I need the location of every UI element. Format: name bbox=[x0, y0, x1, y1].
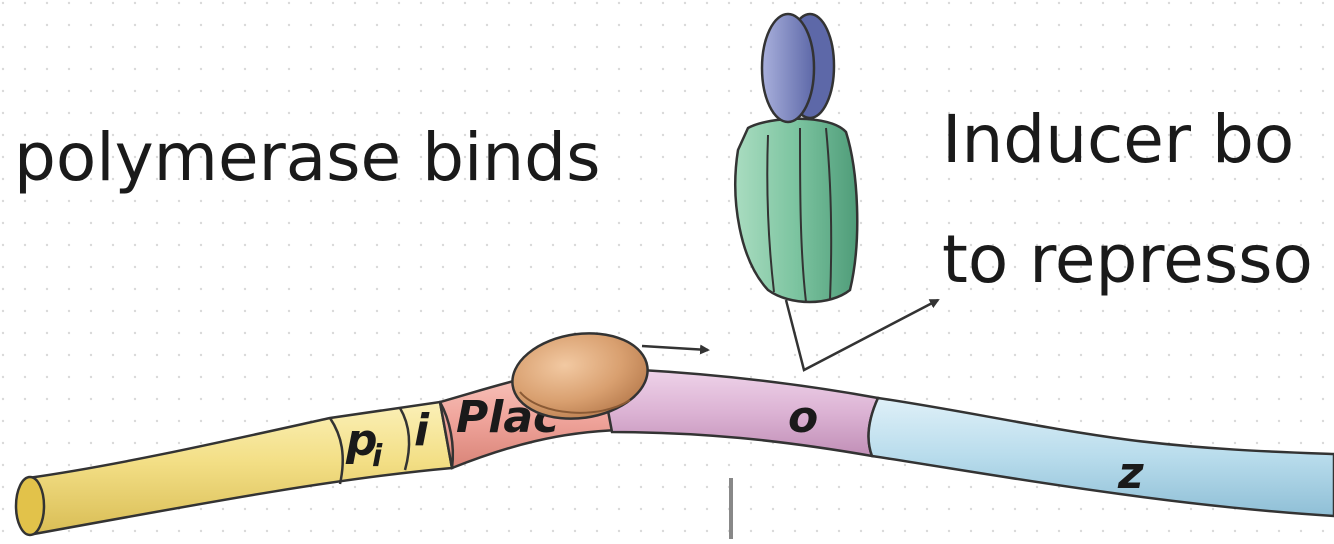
inducer-caption-line1: Inducer bo bbox=[942, 101, 1294, 178]
polymerase-caption: polymerase binds bbox=[14, 119, 600, 196]
region-label-o: o bbox=[788, 392, 818, 443]
region-label-z: z bbox=[1117, 448, 1144, 499]
dna-end-cap bbox=[16, 477, 44, 535]
region-label-pi-subscript: i bbox=[372, 439, 383, 474]
inducer-caption-line2: to represso bbox=[942, 221, 1313, 298]
region-label-i: i bbox=[414, 405, 430, 456]
inducer-icon bbox=[762, 14, 814, 122]
